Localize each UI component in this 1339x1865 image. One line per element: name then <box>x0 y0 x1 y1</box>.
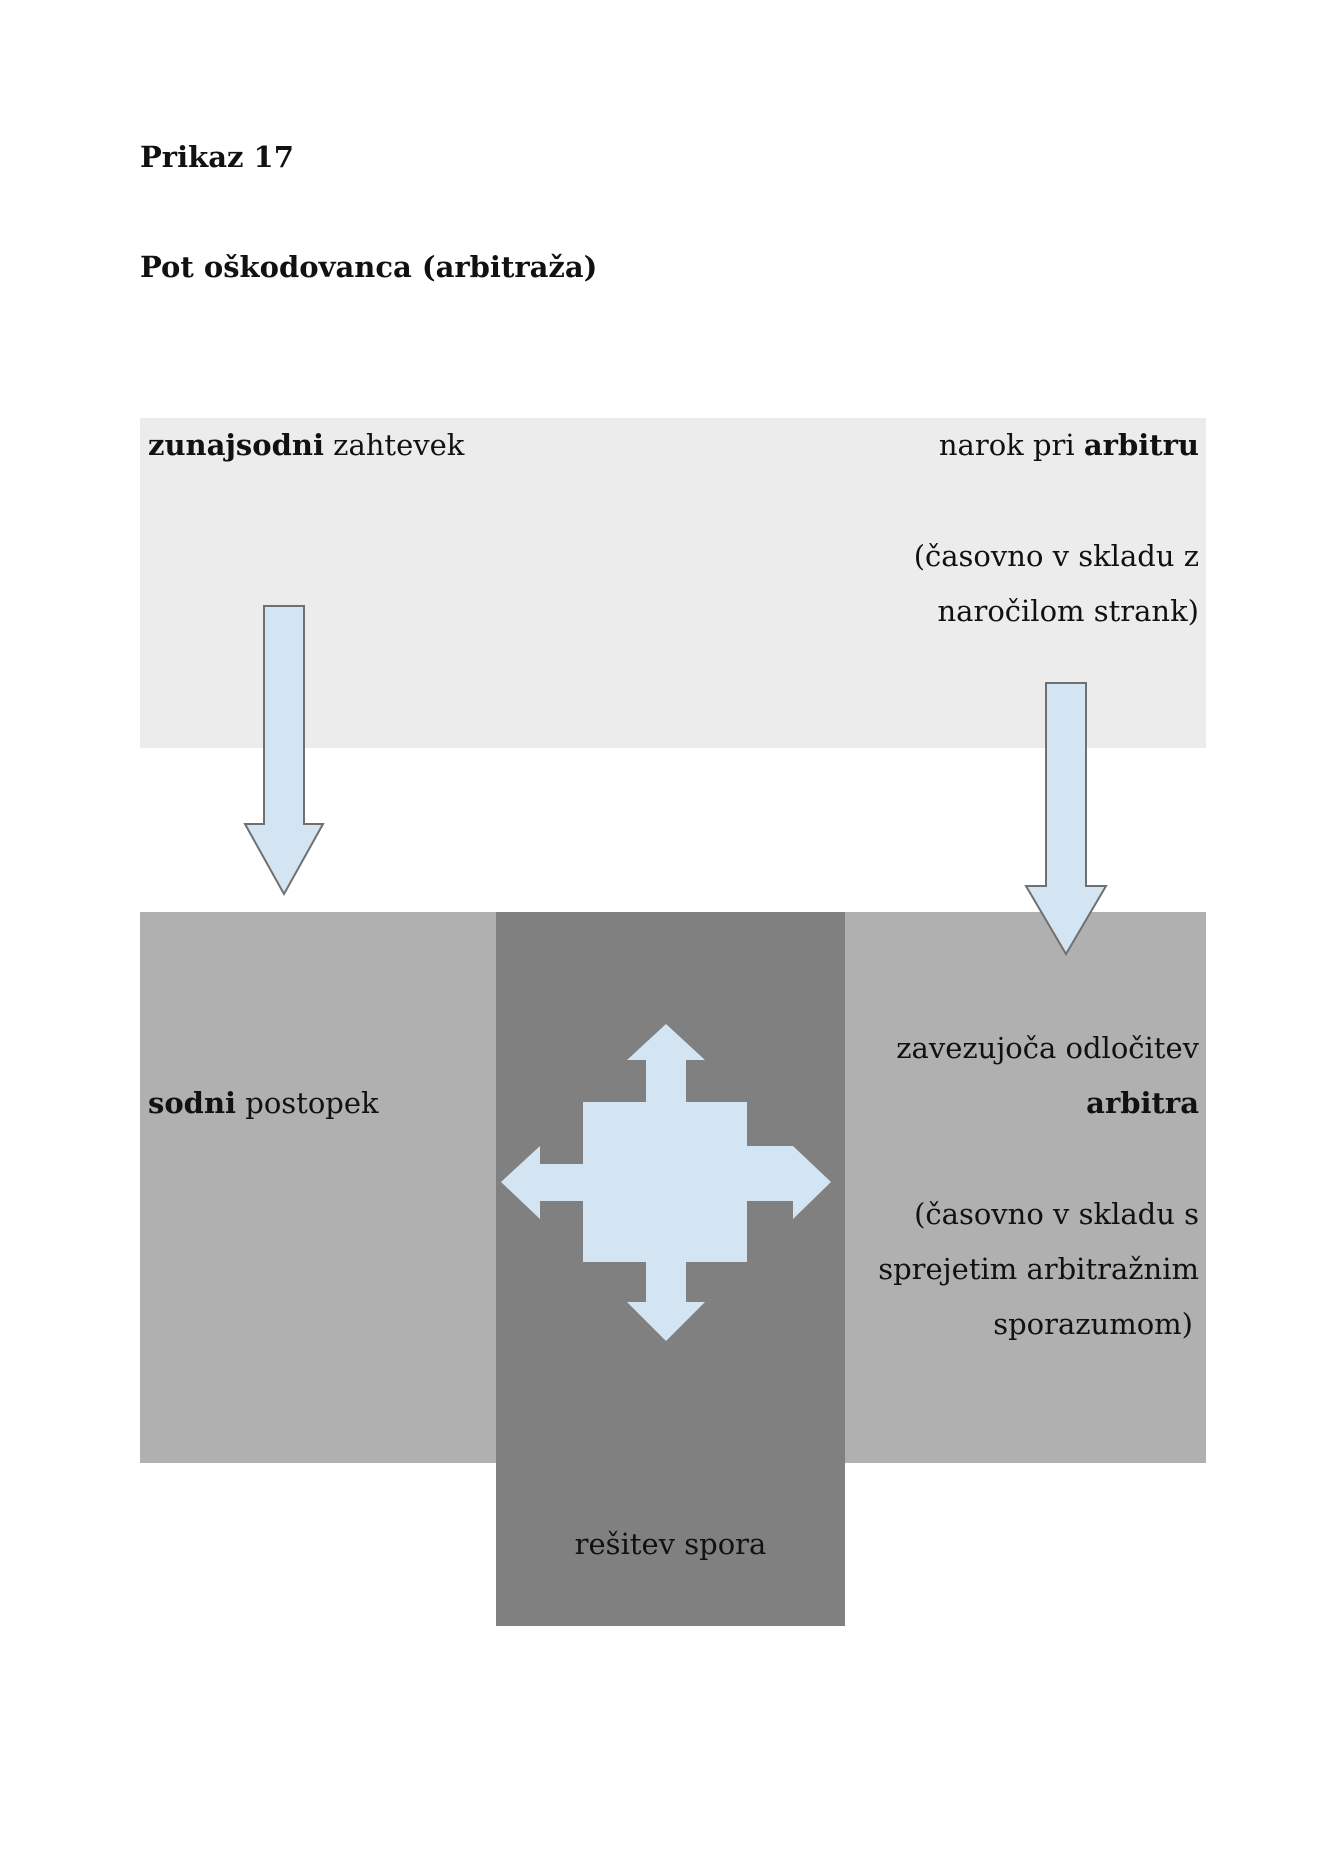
arbitration-hearing-note-line1: (časovno v skladu z <box>913 539 1199 573</box>
out-of-court-claim-label: zunajsodni zahtevek <box>148 418 464 473</box>
binding-decision-note-line3: sporazumom) <box>993 1307 1193 1341</box>
arbitration-hearing-bold: arbitru <box>1083 428 1199 462</box>
right-panel-arbitrator-decision <box>845 912 1206 1463</box>
binding-decision-bold: arbitra <box>1086 1076 1199 1131</box>
court-procedure-label: sodni postopek <box>148 1076 379 1131</box>
out-of-court-claim-text: zahtevek <box>323 428 465 462</box>
out-of-court-claim-bold: zunajsodni <box>148 428 324 462</box>
figure-title: Pot oškodovanca (arbitraža) <box>140 250 598 284</box>
arbitration-hearing-label: narok pri arbitru <box>939 418 1199 473</box>
dispute-resolution-label: rešitev spora <box>574 1527 767 1561</box>
binding-decision-arbitrator: arbitra <box>1086 1086 1199 1120</box>
court-procedure-text: postopek <box>236 1086 379 1120</box>
binding-decision-line1: zavezujoča odločitev <box>896 1031 1199 1065</box>
left-panel-court-procedure <box>140 912 496 1463</box>
arbitration-hearing-note-line2: naročilom strank) <box>937 594 1199 628</box>
binding-decision-note-line1: (časovno v skladu s <box>914 1197 1199 1231</box>
figure-number: Prikaz 17 <box>140 140 294 174</box>
binding-decision-note-line2: sprejetim arbitražnim <box>878 1252 1199 1286</box>
court-procedure-bold: sodni <box>148 1086 237 1120</box>
arbitration-hearing-text: narok pri <box>938 428 1084 462</box>
